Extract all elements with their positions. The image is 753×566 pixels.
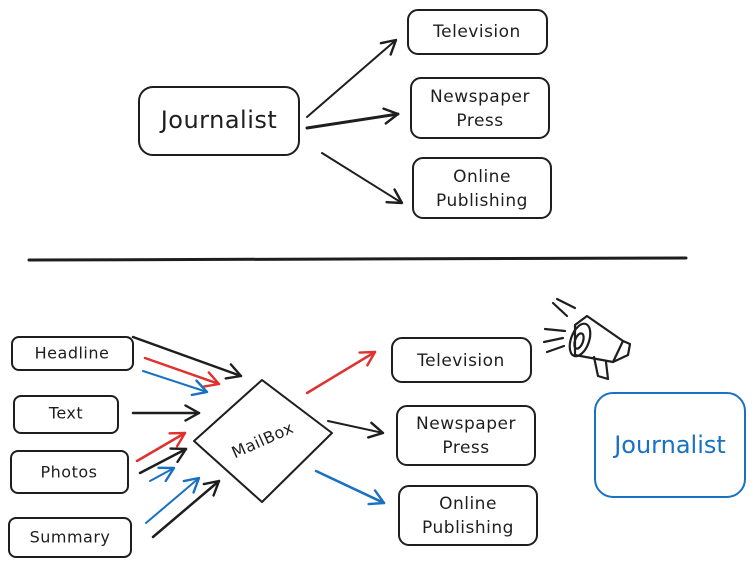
- journalist-blue-label: Journalist: [612, 431, 726, 459]
- newspaper-press-output-node: Newspaper Press: [396, 405, 536, 466]
- arrow-photos-black: [138, 447, 188, 475]
- television-label: Television: [432, 22, 521, 42]
- top-section: Journalist Television Newspaper Press On…: [138, 9, 552, 219]
- text-label: Text: [48, 404, 83, 423]
- mailbox-node: MailBox: [193, 379, 333, 503]
- journalist-node: Journalist: [138, 86, 300, 156]
- bottom-section: Headline Text Photos Summary MailBox Tel…: [8, 297, 746, 558]
- press-output-label: Press: [442, 438, 489, 458]
- photos-label: Photos: [41, 463, 98, 482]
- photos-node: Photos: [10, 450, 129, 494]
- arrow-mailbox-to-television: [305, 350, 377, 395]
- journalist-label: Journalist: [159, 106, 278, 134]
- section-divider: [27, 256, 688, 262]
- online-output-label: Online: [439, 494, 497, 514]
- television-node: Television: [407, 9, 548, 55]
- text-node: Text: [13, 395, 119, 434]
- online-publishing-node: Online Publishing: [412, 157, 552, 219]
- arrow-journalist-to-newspaper: [305, 107, 400, 130]
- newspaper-press-node: Newspaper Press: [410, 77, 550, 139]
- headline-node: Headline: [11, 336, 134, 371]
- television-output-label: Television: [416, 351, 505, 371]
- megaphone-icon: [542, 297, 632, 381]
- newspaper-label: Newspaper: [430, 87, 530, 107]
- arrow-mailbox-to-newspaper: [327, 420, 385, 439]
- arrow-headline-black: [131, 335, 243, 380]
- arrow-photos-blue: [149, 466, 176, 483]
- television-output-node: Television: [391, 337, 532, 383]
- arrow-photos-red: [135, 431, 187, 463]
- arrow-summary-blue: [145, 476, 201, 524]
- press-label: Press: [456, 111, 503, 131]
- arrow-journalist-to-television: [306, 38, 398, 118]
- summary-label: Summary: [30, 528, 111, 547]
- summary-node: Summary: [8, 517, 132, 558]
- arrow-headline-blue: [142, 370, 209, 397]
- headline-label: Headline: [35, 344, 110, 363]
- arrow-mailbox-to-online: [314, 469, 386, 506]
- publishing-output-label: Publishing: [422, 518, 514, 538]
- arrow-headline-red: [143, 356, 221, 388]
- online-publishing-output-node: Online Publishing: [398, 485, 538, 546]
- journalist-blue-node: Journalist: [594, 392, 746, 498]
- newspaper-output-label: Newspaper: [416, 414, 516, 434]
- arrow-summary-black: [151, 479, 221, 539]
- publishing-label: Publishing: [436, 191, 528, 211]
- online-label: Online: [453, 167, 511, 187]
- arrow-journalist-to-online: [321, 152, 404, 205]
